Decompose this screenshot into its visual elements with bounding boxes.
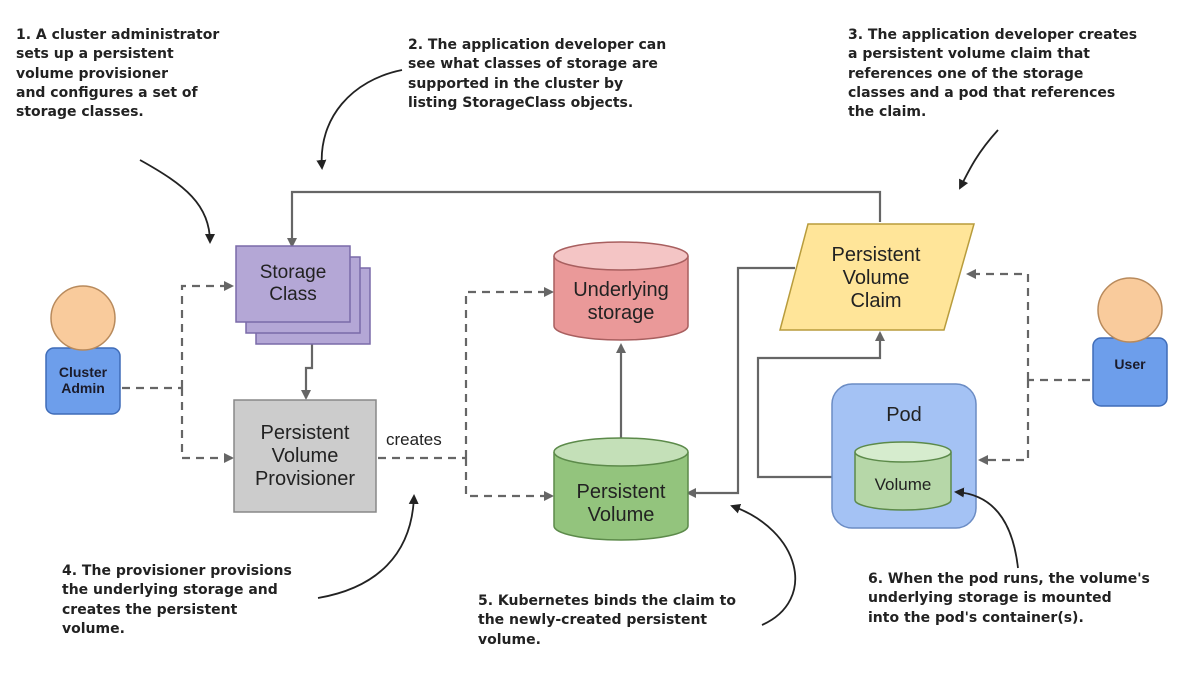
note-1-admin-setup: 1. A cluster administrator sets up a per… xyxy=(16,27,220,121)
pod-volume-cylinder xyxy=(854,441,952,511)
cluster-admin-figure xyxy=(45,285,121,415)
pvc-label: Persistent Volume Claim xyxy=(831,243,921,312)
pvc-to-pv-binding-connector xyxy=(686,266,795,498)
note6-callout-arrow xyxy=(954,487,1019,569)
persistent-volume-cylinder xyxy=(553,437,689,541)
note5-callout-arrow xyxy=(730,503,797,626)
note-2-list-storage-classes: 2. The application developer can see wha… xyxy=(408,37,667,111)
note-5-bind-claim: 5. Kubernetes binds the claim to the new… xyxy=(478,593,736,648)
underlying-storage-cylinder xyxy=(553,241,689,341)
note2-callout-arrow xyxy=(316,69,403,170)
storage-class-box xyxy=(235,245,351,323)
note-4-provisioner: 4. The provisioner provisions the underl… xyxy=(62,563,292,637)
pvc-parallelogram xyxy=(779,223,975,331)
user-label: User xyxy=(1114,356,1146,372)
provisioner-to-underlying-dashed xyxy=(464,287,554,458)
provisioner-label: Persistent Volume Provisioner xyxy=(254,421,356,490)
user-to-pod-dashed xyxy=(978,380,1030,465)
note-6-mount-volume: 6. When the pod runs, the volume's under… xyxy=(868,571,1150,626)
note1-callout-arrow xyxy=(139,159,215,244)
storage-class-stack xyxy=(235,245,371,345)
persistent-volume-label: Persistent Volume xyxy=(576,481,666,526)
storage-class-label: Storage Class xyxy=(259,262,327,305)
user-to-pvc-dashed xyxy=(966,269,1030,380)
creates-edge-label: creates xyxy=(386,430,442,449)
note3-callout-arrow xyxy=(959,129,999,190)
note-3-create-claim: 3. The application developer creates a p… xyxy=(848,27,1138,121)
provisioner-box xyxy=(233,399,377,513)
admin-to-provisioner-dashed xyxy=(180,388,234,463)
cluster-admin-label: Cluster Admin xyxy=(58,364,108,397)
cluster-admin-head xyxy=(50,285,116,351)
admin-to-storage-class-dashed xyxy=(180,281,234,388)
storage-class-to-provisioner-connector xyxy=(301,344,314,400)
pvc-to-storage-class-connector xyxy=(287,190,882,248)
underlying-storage-label: Underlying storage xyxy=(573,279,669,324)
volume-label: Volume xyxy=(874,475,932,495)
pod-label: Pod xyxy=(886,403,922,426)
note4-callout-arrow xyxy=(317,494,419,599)
user-figure xyxy=(1092,277,1168,407)
provisioner-to-pv-dashed xyxy=(464,458,554,501)
user-head xyxy=(1097,277,1163,343)
volume-to-pvc-connector xyxy=(756,331,885,479)
